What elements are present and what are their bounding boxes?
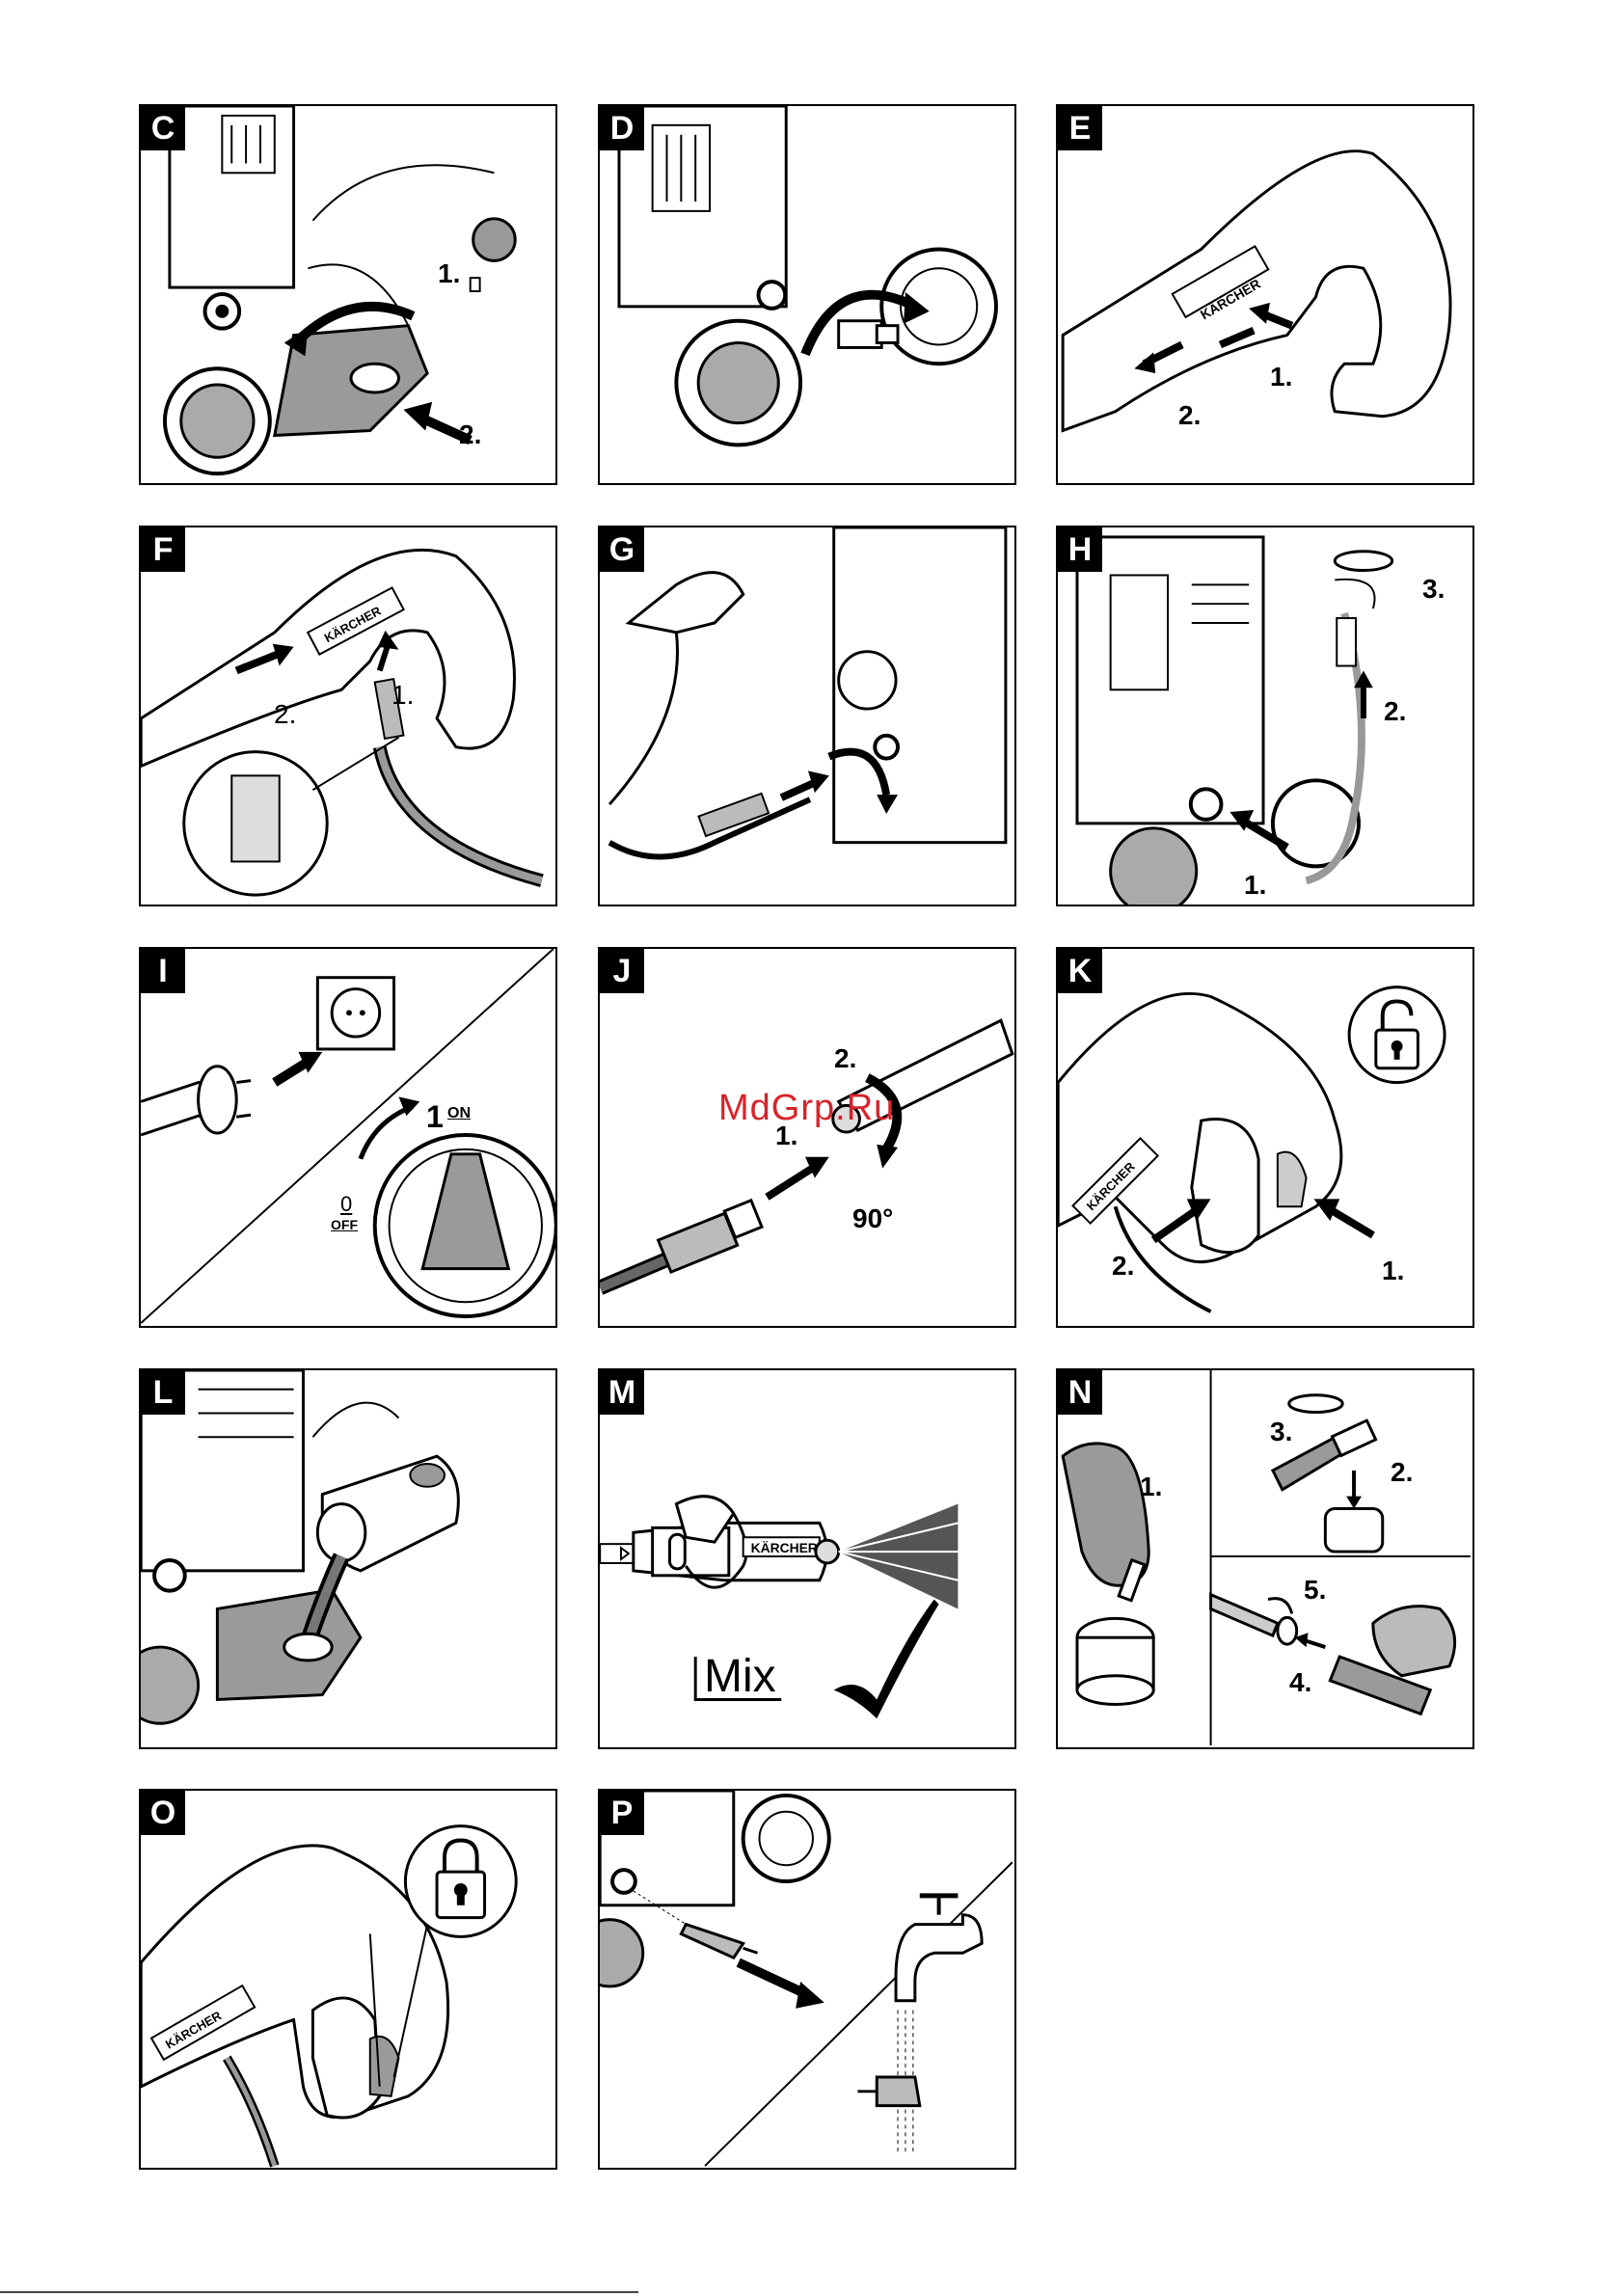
panel-letter: G xyxy=(600,527,644,572)
nozzle-mix-setting-illustration: KÄRCHER xyxy=(600,1370,1014,1747)
panel-letter: P xyxy=(600,1791,644,1835)
panel-j: J 1. 2. 90° xyxy=(598,947,1016,1328)
panel-d: D xyxy=(598,104,1016,485)
panel-letter: J xyxy=(600,949,644,993)
pressure-washer-detergent-tank-illustration xyxy=(141,106,555,483)
panel-letter: N xyxy=(1058,1370,1102,1415)
dial-off-label: OFF xyxy=(331,1217,358,1232)
step-label: 1. xyxy=(1244,870,1266,901)
lock-trigger-illustration: KÄRCHER xyxy=(141,1791,555,2168)
panel-letter: O xyxy=(141,1791,185,1835)
plug-in-and-switch-on-illustration xyxy=(141,949,555,1326)
panel-g: G xyxy=(598,526,1016,906)
water-filter-clean-illustration xyxy=(600,1791,1014,2168)
panel-m: M KÄRCHER Mix xyxy=(598,1368,1016,1749)
panel-h: H 1. 2. 3. xyxy=(1056,526,1474,906)
dial-on-label: ON xyxy=(447,1105,471,1122)
pressure-washer-outlet-fitting-illustration xyxy=(600,106,1014,483)
panel-n: N 1. 2. 3. 4. 5. xyxy=(1056,1368,1474,1749)
step-label: 2. xyxy=(1112,1251,1134,1282)
step-label: 1. xyxy=(438,258,460,289)
step-label: 1. xyxy=(1382,1256,1404,1286)
panel-f: F KÄRCHER 1. 2. xyxy=(139,526,557,906)
step-label: 2. xyxy=(834,1043,856,1074)
step-label: 4. xyxy=(1289,1667,1311,1698)
panel-letter: M xyxy=(600,1370,644,1415)
step-label: 3. xyxy=(1270,1417,1292,1447)
step-label: 2. xyxy=(1178,400,1201,431)
step-label: 1. xyxy=(1270,362,1292,392)
panel-k: K KÄRCHER 1. 2. xyxy=(1056,947,1474,1328)
step-label: 2. xyxy=(459,419,481,450)
dial-on-number: 1 xyxy=(426,1099,444,1135)
step-label: 5. xyxy=(1304,1575,1326,1606)
panel-o: O KÄRCHER xyxy=(139,1789,557,2170)
panel-letter: E xyxy=(1058,106,1102,150)
mix-label: Mix xyxy=(704,1650,776,1703)
angle-label: 90° xyxy=(852,1203,893,1234)
panel-letter: I xyxy=(141,949,185,993)
footer-rule xyxy=(0,2291,638,2293)
panel-letter: D xyxy=(600,106,644,150)
panel-i: I 1 ON 0 OFF xyxy=(139,947,557,1328)
spray-gun-trigger-lock-illustration: KÄRCHER xyxy=(1058,106,1472,483)
panel-letter: L xyxy=(141,1370,185,1415)
water-supply-connect-illustration xyxy=(1058,527,1472,905)
panel-letter: C xyxy=(141,106,185,150)
panel-letter: K xyxy=(1058,949,1102,993)
hose-connect-to-machine-illustration xyxy=(600,527,1014,905)
panel-p: P xyxy=(598,1789,1016,2170)
nozzle-attach-illustration xyxy=(600,949,1014,1326)
panel-l: L xyxy=(139,1368,557,1749)
panel-letter: H xyxy=(1058,527,1102,572)
panel-e: E KÄRCHER 1. 2. xyxy=(1056,104,1474,485)
step-label: 2. xyxy=(274,699,296,730)
step-label: 1. xyxy=(392,680,414,711)
step-label: 3. xyxy=(1422,574,1445,605)
step-label: 2. xyxy=(1391,1457,1413,1488)
detergent-refill-and-nozzle-illustration xyxy=(1058,1370,1472,1747)
brand-label: KÄRCHER xyxy=(751,1540,818,1555)
detergent-bottle-insert-illustration xyxy=(141,1370,555,1747)
panel-c: C 1. 2. xyxy=(139,104,557,485)
watermark: MdGrp.Ru xyxy=(718,1088,895,1129)
hose-connect-to-gun-illustration: KÄRCHER xyxy=(141,527,555,905)
step-label: 2. xyxy=(1384,696,1406,727)
step-label: 1. xyxy=(1140,1472,1162,1502)
dial-off-number: 0 xyxy=(340,1192,352,1217)
panel-letter: F xyxy=(141,527,185,572)
